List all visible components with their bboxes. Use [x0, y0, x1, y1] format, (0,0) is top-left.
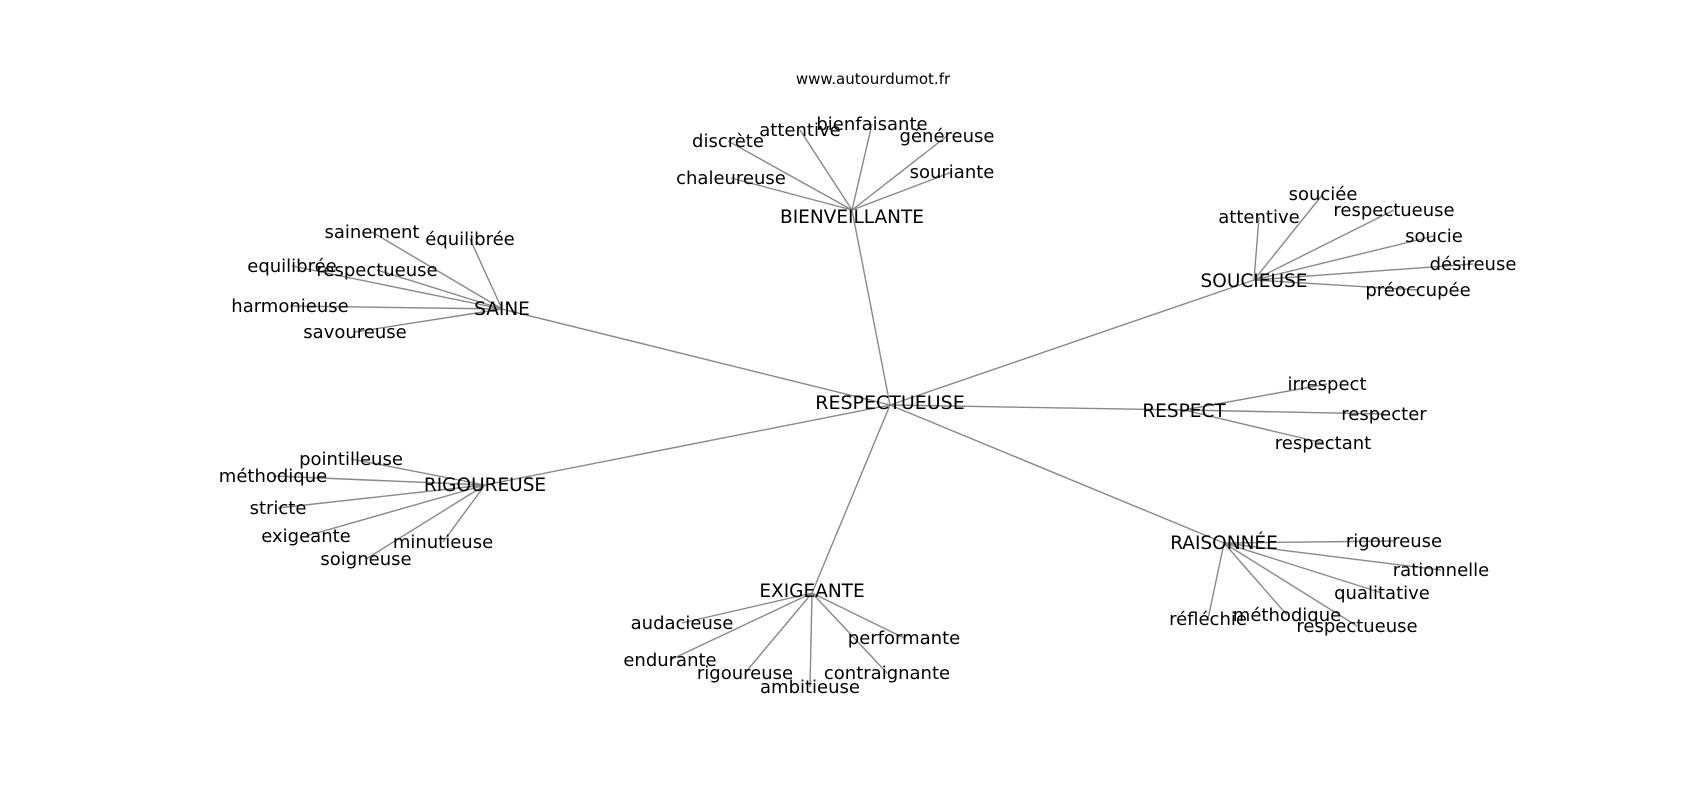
edge-respect-leaf: [1183, 409, 1324, 444]
hub-soucieuse: SOUCIEUSE: [1201, 271, 1308, 292]
edge-bienveillante-leaf: [851, 123, 873, 211]
edge-center-saine: [501, 308, 891, 406]
leaf-word: attentive: [1218, 207, 1299, 228]
edge-bienveillante-leaf: [727, 140, 853, 211]
edge-raisonnee-leaf: [1207, 542, 1225, 620]
edge-rigoureuse-leaf: [365, 484, 486, 560]
hub-raisonnee: RAISONNÉE: [1170, 532, 1278, 554]
edge-raisonnee-leaf: [1223, 542, 1358, 627]
edge-exigeante-leaf: [744, 592, 813, 674]
edge-soucieuse-leaf: [1253, 193, 1324, 281]
edge-center-respect: [889, 404, 1185, 411]
edge-rigoureuse-leaf: [277, 484, 486, 509]
leaf-word: harmonieuse: [231, 296, 348, 317]
hub-rigoureuse: RIGOUREUSE: [424, 475, 546, 496]
leaf-word: performante: [848, 628, 960, 649]
leaf-word: respectueuse: [1333, 200, 1454, 221]
leaf-word: soigneuse: [320, 549, 411, 570]
edge-soucieuse-leaf: [1253, 235, 1435, 281]
edge-exigeante-leaf: [809, 592, 813, 688]
leaf-word: équilibrée: [425, 229, 515, 250]
edge-soucieuse-leaf: [1253, 279, 1419, 291]
leaf-word: méthodique: [1233, 605, 1341, 626]
leaf-word: rationnelle: [1393, 560, 1489, 581]
edge-bienveillante-leaf: [730, 177, 853, 211]
hub-respect: RESPECT: [1142, 401, 1226, 422]
leaf-word: souriante: [910, 162, 995, 183]
hub-saine: SAINE: [474, 299, 530, 320]
edge-soucieuse-leaf: [1253, 263, 1474, 281]
edge-exigeante-leaf: [811, 592, 888, 674]
leaf-word: préoccupée: [1365, 280, 1470, 301]
edge-exigeante-leaf: [811, 592, 905, 639]
leaf-word: qualitative: [1334, 583, 1430, 604]
leaf-word: exigeante: [261, 526, 350, 547]
edge-raisonnee-leaf: [1223, 540, 1395, 544]
edge-soucieuse-leaf: [1253, 209, 1395, 281]
leaf-word: attentive: [759, 120, 840, 141]
edge-saine-leaf: [291, 265, 503, 310]
leaf-word: savoureuse: [303, 322, 406, 343]
leaf-word: discrète: [692, 131, 764, 152]
edge-center-rigoureuse: [484, 404, 891, 486]
edge-exigeante-leaf: [681, 592, 813, 624]
edge-saine-leaf: [371, 231, 503, 310]
leaf-word: stricte: [250, 498, 307, 519]
leaf-word: endurante: [623, 650, 716, 671]
edges-layer: [272, 123, 1474, 688]
edge-bienveillante-leaf: [851, 135, 948, 211]
labels-layer: www.autourdumot.fr RESPECTUEUSE BIENVEIL…: [219, 70, 1517, 698]
edge-saine-leaf: [376, 269, 503, 310]
edge-center-exigeante: [811, 404, 891, 594]
center-word: RESPECTUEUSE: [815, 392, 965, 414]
leaf-word: sainement: [325, 222, 420, 243]
leaf-word: equilibrée: [247, 256, 337, 277]
edge-saine-leaf: [289, 305, 503, 310]
edge-saine-leaf: [469, 238, 503, 310]
edge-center-raisonnee: [889, 404, 1225, 544]
leaf-word: méthodique: [219, 466, 327, 487]
leaf-word: contraignante: [824, 663, 950, 684]
hub-exigeante: EXIGEANTE: [759, 581, 864, 602]
edge-center-bienveillante: [851, 209, 891, 406]
leaf-word: chaleureuse: [676, 168, 786, 189]
edge-soucieuse-leaf: [1253, 216, 1260, 281]
edge-saine-leaf: [354, 308, 503, 333]
edge-respect-leaf: [1183, 409, 1385, 415]
leaf-word: souciée: [1289, 184, 1358, 205]
leaf-word: respectueuse: [316, 260, 437, 281]
leaf-word: audacieuse: [631, 613, 734, 634]
edge-bienveillante-leaf: [799, 129, 853, 211]
leaf-word: ambitieuse: [760, 677, 860, 698]
edge-rigoureuse-leaf: [350, 458, 486, 486]
edge-respect-leaf: [1183, 383, 1328, 411]
leaf-word: pointilleuse: [299, 449, 403, 470]
site-url: www.autourdumot.fr: [796, 70, 951, 88]
edge-rigoureuse-leaf: [305, 484, 486, 537]
leaf-word: rigoureuse: [1346, 531, 1442, 552]
leaf-word: respecter: [1341, 404, 1427, 425]
edge-center-soucieuse: [889, 279, 1255, 406]
leaf-word: minutieuse: [393, 532, 493, 553]
leaf-word: irrespect: [1288, 374, 1367, 395]
leaf-word: respectant: [1275, 433, 1371, 454]
hub-bienveillante: BIENVEILLANTE: [780, 207, 924, 228]
edge-exigeante-leaf: [669, 592, 813, 661]
leaf-word: rigoureuse: [697, 663, 793, 684]
edge-raisonnee-leaf: [1223, 542, 1442, 571]
leaf-word: généreuse: [900, 126, 995, 147]
edge-rigoureuse-leaf: [272, 475, 486, 486]
leaf-word: réfléchie: [1169, 609, 1247, 630]
leaf-word: soucie: [1405, 226, 1463, 247]
edge-raisonnee-leaf: [1223, 542, 1383, 594]
leaf-word: désireuse: [1430, 254, 1517, 275]
leaf-word: respectueuse: [1296, 616, 1417, 637]
edge-rigoureuse-leaf: [442, 484, 486, 543]
leaf-word: bienfaisante: [816, 114, 927, 135]
edge-raisonnee-leaf: [1223, 542, 1288, 616]
edge-bienveillante-leaf: [851, 171, 953, 211]
